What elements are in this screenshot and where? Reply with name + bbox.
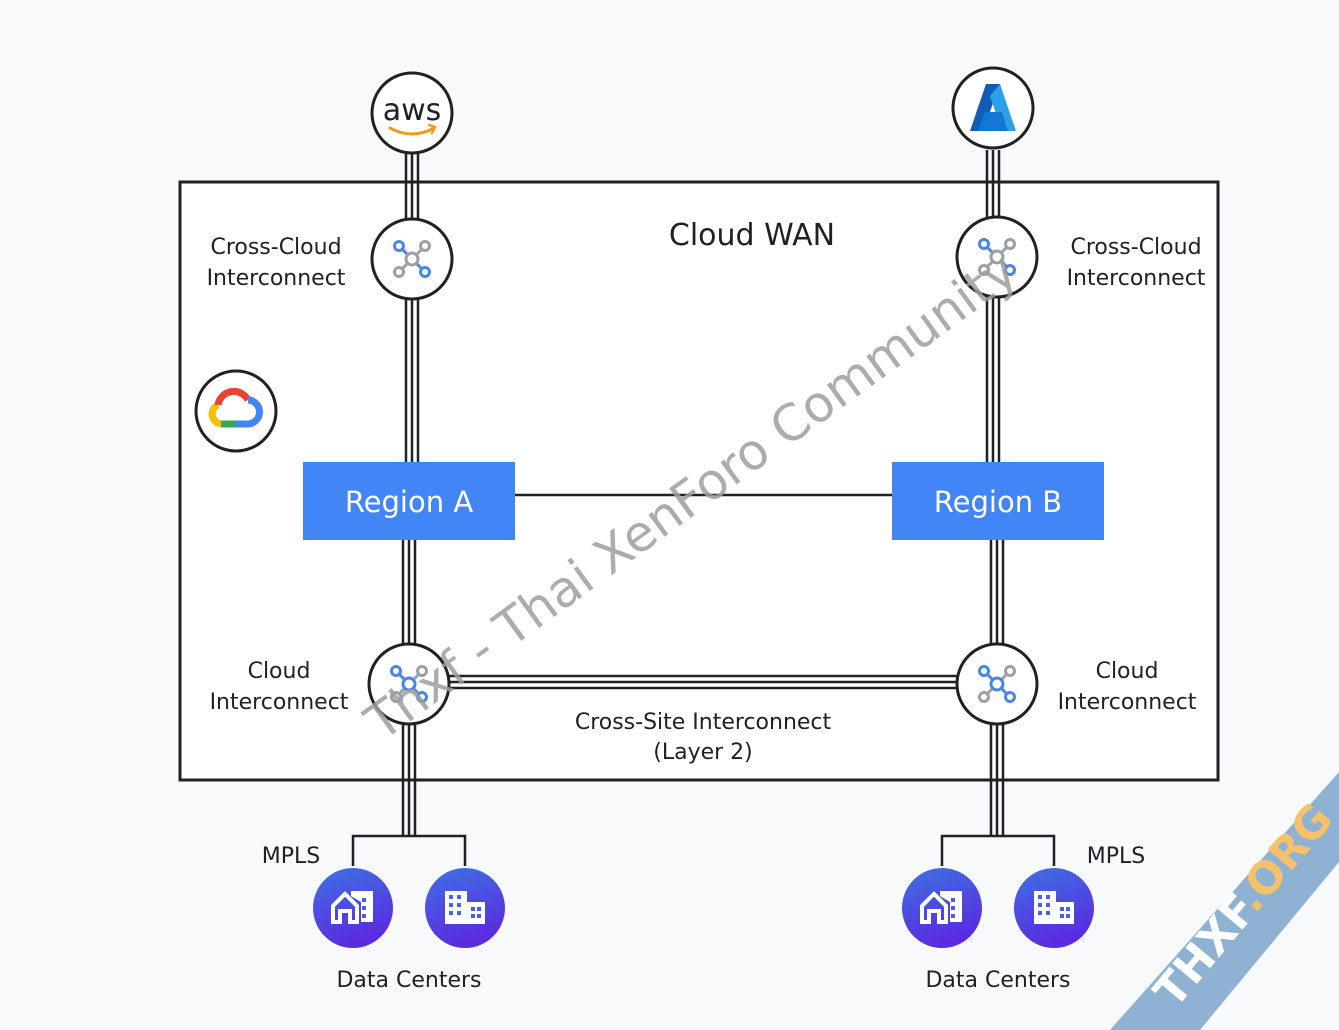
- data-centers-right-label: Data Centers: [925, 968, 1070, 993]
- datacenter-right-office[interactable]: [1014, 868, 1094, 948]
- cloud-interconnect-left-label-line2: Interconnect: [210, 690, 349, 715]
- link-azure-to-cross-cloud-right: [985, 150, 1001, 218]
- link-cross-cloud-right-to-region-b: [985, 296, 1001, 463]
- region-b[interactable]: Region B: [892, 462, 1104, 540]
- google-cloud-node-circle: [194, 369, 278, 453]
- link-cloud-interconnect-left-to-datacenters: [401, 724, 417, 836]
- office-building-icon: [1034, 891, 1074, 924]
- diagram-title: Cloud WAN: [669, 218, 835, 253]
- cross-cloud-left-label-line2: Interconnect: [207, 266, 346, 291]
- aws-logo-text: aws: [383, 93, 442, 128]
- interconnect-hub-icon: [978, 665, 1016, 703]
- cloud-interconnect-right-label-line1: Cloud: [1096, 659, 1159, 684]
- interconnect-hub-icon: [393, 240, 431, 278]
- region-b-label: Region B: [934, 485, 1062, 519]
- cloud-interconnect-left-node[interactable]: [367, 642, 451, 726]
- mpls-branch-right: [940, 834, 1056, 866]
- region-a-label: Region A: [345, 485, 473, 519]
- office-building-icon: [445, 891, 485, 924]
- cross-cloud-left-label-line1: Cross-Cloud: [210, 235, 341, 260]
- cross-cloud-interconnect-left-node[interactable]: [370, 217, 454, 301]
- cloud-interconnect-right-node[interactable]: [955, 642, 1039, 726]
- aws-smile-icon: [388, 126, 436, 136]
- interconnect-hub-icon: [390, 665, 428, 703]
- datacenter-right-home[interactable]: [902, 868, 982, 948]
- link-cross-site-interconnect: [448, 674, 960, 690]
- link-aws-to-cross-cloud-left: [404, 150, 420, 222]
- data-centers-left-label: Data Centers: [336, 968, 481, 993]
- corner-ribbon-watermark: THXF.ORG: [1110, 772, 1339, 1030]
- aws-node[interactable]: aws: [370, 71, 454, 155]
- region-a-box: [303, 462, 515, 540]
- mpls-left-label: MPLS: [262, 844, 320, 869]
- datacenter-left-office[interactable]: [425, 868, 505, 948]
- cross-site-label-line1: Cross-Site Interconnect: [575, 710, 832, 735]
- cross-cloud-right-label-line1: Cross-Cloud: [1070, 235, 1201, 260]
- datacenter-circle: [902, 868, 982, 948]
- region-a[interactable]: Region A: [303, 462, 515, 540]
- datacenter-circle: [313, 868, 393, 948]
- cross-cloud-right-label-line2: Interconnect: [1067, 266, 1206, 291]
- cross-site-label-line2: (Layer 2): [653, 740, 753, 765]
- link-region-b-to-cloud-interconnect-right: [989, 540, 1005, 646]
- home-office-building-icon: [331, 891, 373, 924]
- cross-cloud-interconnect-right-node[interactable]: [955, 215, 1039, 299]
- ribbon-text: THXF.ORG: [1144, 794, 1339, 1017]
- google-cloud-node[interactable]: [194, 369, 278, 453]
- azure-node[interactable]: [951, 66, 1035, 150]
- mpls-branch-left: [351, 834, 467, 866]
- aws-arrow-icon: [427, 123, 437, 135]
- google-cloud-logo-icon: [208, 387, 263, 428]
- link-cloud-interconnect-right-to-datacenters: [989, 724, 1005, 836]
- link-region-a-to-cloud-interconnect-left: [401, 540, 417, 646]
- azure-logo-icon: [970, 84, 1016, 131]
- azure-node-circle: [951, 66, 1035, 150]
- cloud-interconnect-left-label-line1: Cloud: [248, 659, 311, 684]
- interconnect-hub-icon: [978, 238, 1016, 276]
- cloud-interconnect-right-label-line2: Interconnect: [1058, 690, 1197, 715]
- home-office-building-icon: [920, 891, 962, 924]
- link-cross-cloud-left-to-region-a: [404, 298, 420, 463]
- region-b-box: [892, 462, 1104, 540]
- mpls-right-label: MPLS: [1087, 844, 1145, 869]
- datacenter-left-home[interactable]: [313, 868, 393, 948]
